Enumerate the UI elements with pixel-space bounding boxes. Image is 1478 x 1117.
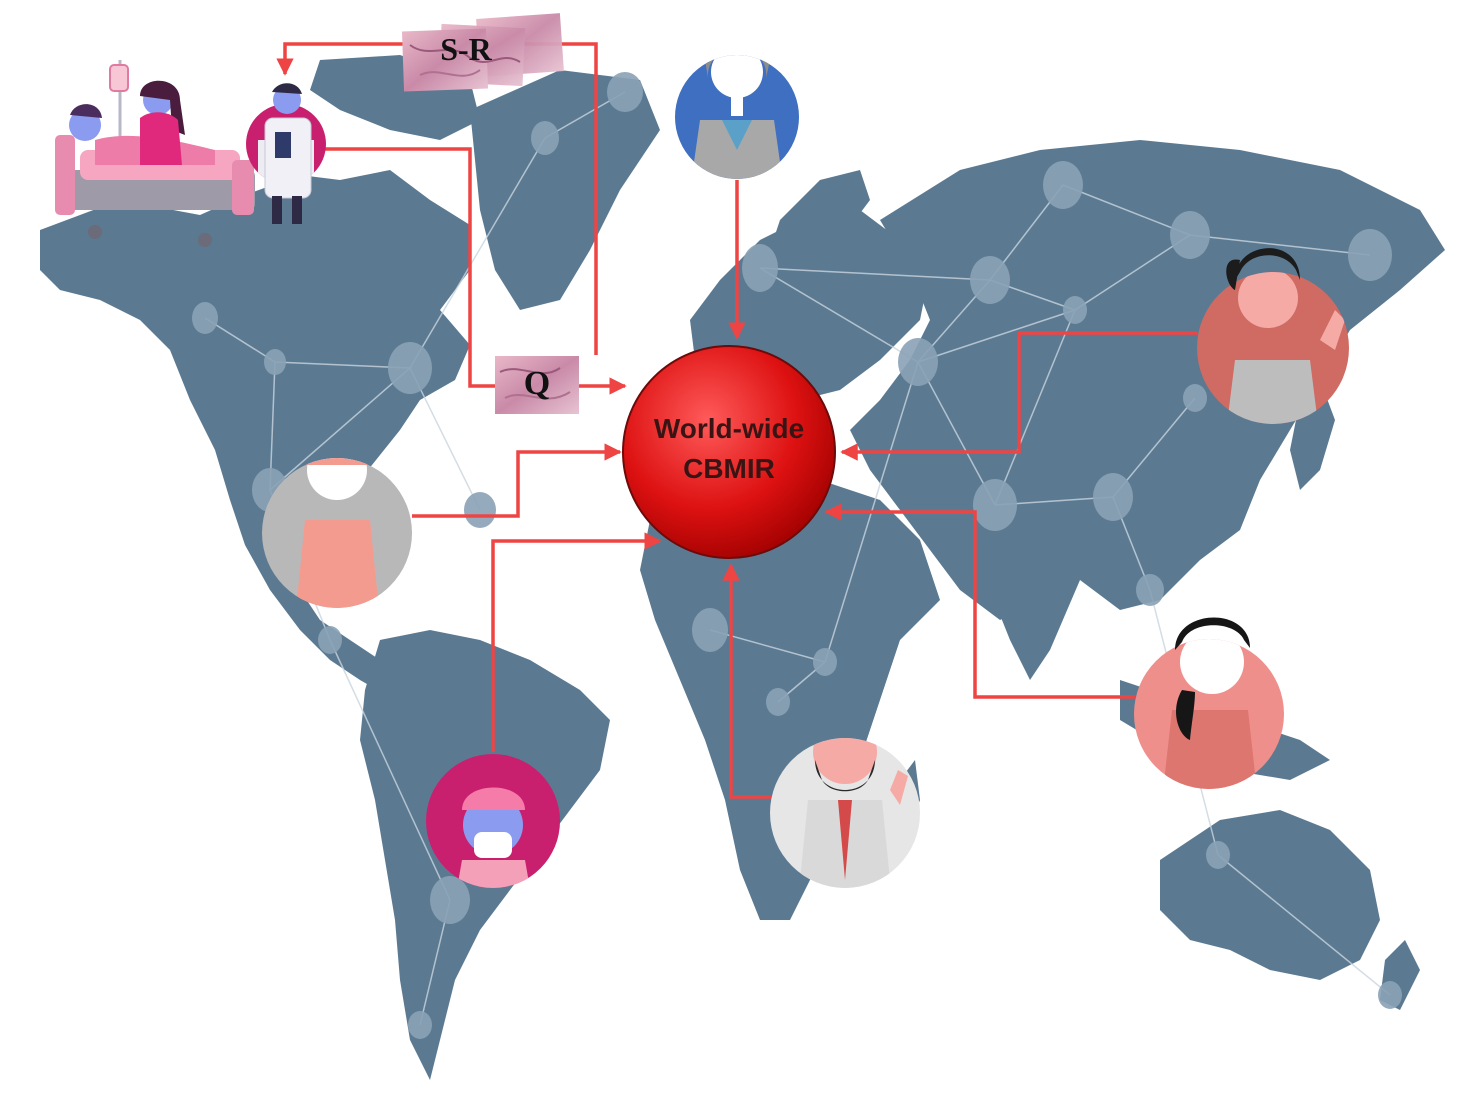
node	[1093, 473, 1133, 521]
female-doctor-pink-avatar	[1134, 617, 1284, 789]
female-doctor-coral-avatar	[1197, 248, 1349, 424]
hub-title-line1: World-wide	[654, 413, 804, 444]
node	[430, 876, 470, 924]
node	[531, 121, 559, 155]
arrow-north-america-doctor	[412, 443, 622, 518]
hospital-bed-illustration	[55, 60, 255, 247]
similar-results-images: S-R	[401, 13, 564, 92]
node	[973, 479, 1017, 531]
query-image: Q	[495, 356, 579, 414]
map-india	[990, 540, 1080, 680]
node	[813, 648, 837, 676]
node	[192, 302, 218, 334]
node	[607, 72, 643, 112]
node	[1348, 229, 1392, 281]
node	[408, 1011, 432, 1039]
arrow-south-america-doctor	[491, 532, 662, 752]
node	[898, 338, 938, 386]
bearded-doctor-avatar	[770, 738, 920, 888]
map-africa	[640, 470, 940, 920]
node	[1063, 296, 1087, 324]
node	[1136, 574, 1164, 606]
requesting-doctor-avatar	[246, 83, 326, 224]
node	[766, 688, 790, 716]
node	[1183, 384, 1207, 412]
node	[692, 608, 728, 652]
arrow-southeast-asia-doctor	[824, 503, 1135, 699]
node	[464, 492, 496, 528]
similar-results-label: S-R	[440, 31, 492, 67]
node	[1378, 981, 1402, 1009]
surgeon-masked-avatar	[426, 754, 560, 888]
node	[742, 244, 778, 292]
hub-title-line2: CBMIR	[683, 453, 775, 484]
query-label: Q	[524, 365, 550, 402]
node	[388, 342, 432, 394]
female-doctor-grey-avatar	[675, 55, 799, 179]
arrow-east-asia-doctor	[840, 331, 1198, 461]
node	[970, 256, 1010, 304]
map-greenland	[470, 70, 660, 310]
node	[1206, 841, 1230, 869]
map-asia	[850, 140, 1445, 620]
map-north-america	[40, 170, 470, 700]
node	[1170, 211, 1210, 259]
cbmir-hub: World-wide CBMIR	[622, 345, 836, 559]
node	[264, 349, 286, 375]
map-scandinavia	[760, 170, 870, 290]
node	[1043, 161, 1083, 209]
node	[318, 626, 342, 654]
network-nodes	[192, 72, 1402, 1039]
arrow-africa-doctor	[722, 563, 771, 799]
map-australia	[1160, 810, 1380, 980]
